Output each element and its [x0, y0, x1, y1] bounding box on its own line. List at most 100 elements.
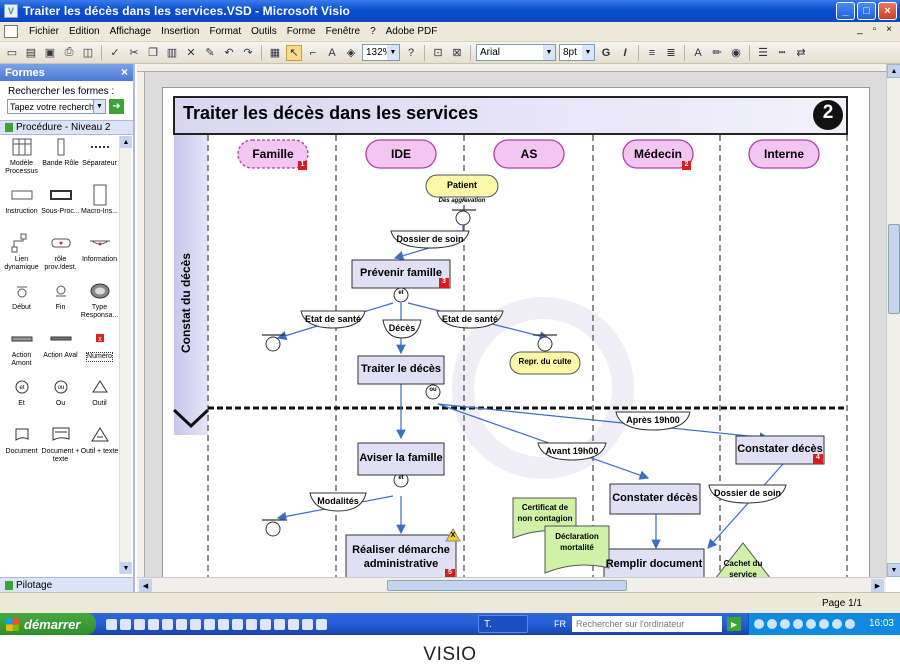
preview-icon[interactable]: ◫	[82, 47, 94, 59]
stencil-pilotage[interactable]: Pilotage	[0, 577, 133, 592]
copy-icon[interactable]: ❐	[148, 47, 158, 59]
doc-restore-icon[interactable]: ▫	[872, 24, 877, 35]
shape-role-prov-dest[interactable]: rôle prov./dest.	[41, 232, 80, 276]
line-pattern-icon[interactable]: ┅	[778, 47, 786, 59]
shape-document-texte[interactable]: Document + texte	[41, 424, 80, 468]
connector-icon[interactable]: ⌐	[309, 46, 317, 59]
shape-document[interactable]: Document	[2, 424, 41, 468]
menu-format[interactable]: Format	[209, 26, 242, 37]
shape-macro-ins[interactable]: Macro-Ins...	[80, 184, 119, 228]
align-left-icon[interactable]: ≡	[648, 46, 656, 59]
spelling-icon[interactable]: ✓	[110, 47, 120, 59]
search-input[interactable]	[7, 99, 94, 114]
visio-app-icon[interactable]: V	[4, 4, 18, 18]
role-pill-interne[interactable]	[748, 139, 820, 169]
pdf-mail-icon[interactable]: ⊠	[452, 47, 462, 59]
quick-launch-icon[interactable]	[204, 618, 215, 630]
scroll-down-icon[interactable]: ▼	[887, 563, 900, 577]
tray-icon[interactable]	[832, 619, 842, 629]
line-weight-icon[interactable]: ☰	[758, 47, 768, 59]
step-remplir-document[interactable]	[603, 548, 705, 577]
stencil-scrollbar[interactable]: ▲ ▼	[119, 136, 132, 574]
shape-outil-texte[interactable]: Outil + texte	[80, 424, 119, 468]
menu-insertion[interactable]: Insertion	[161, 26, 200, 37]
drawing-canvas[interactable]: Traiter les décès dans les services 2 Co…	[145, 72, 886, 577]
shape-action-amont[interactable]: Action Amont	[2, 328, 41, 372]
menu-edition[interactable]: Edition	[69, 26, 100, 37]
bold-button[interactable]: G	[601, 46, 611, 59]
shape-debut[interactable]: Début	[2, 280, 41, 324]
clock[interactable]: 16:03	[868, 618, 894, 629]
quick-launch-icon[interactable]	[176, 618, 187, 630]
open-icon[interactable]: ▤	[25, 47, 37, 59]
print-icon[interactable]: ⎙	[64, 46, 74, 58]
quick-launch-icon[interactable]	[316, 618, 327, 630]
font-combo[interactable]: Arial▼	[476, 44, 556, 61]
shape-sous-proc[interactable]: Sous-Proc...	[41, 184, 80, 228]
doc-minimize-icon[interactable]: _	[857, 24, 863, 35]
role-pill-famille[interactable]	[237, 139, 309, 169]
quick-launch-icon[interactable]	[232, 618, 243, 630]
language-indicator[interactable]: FR	[554, 619, 566, 629]
menu-fichier[interactable]: Fichier	[29, 26, 60, 37]
zoom-combo[interactable]: 132%▼	[362, 44, 400, 61]
shape-type-responsa[interactable]: Type Responsa...	[80, 280, 119, 324]
search-go-button[interactable]: ➜	[109, 99, 124, 114]
role-pill-as[interactable]	[493, 139, 565, 169]
scroll-up-icon[interactable]: ▲	[120, 136, 132, 148]
step-realiser-demarche[interactable]	[345, 534, 457, 577]
document-icon[interactable]	[4, 25, 18, 38]
role-pill-ide[interactable]	[365, 139, 437, 169]
close-icon[interactable]: ×	[120, 65, 128, 79]
paste-icon[interactable]: ▥	[166, 47, 178, 59]
menu-help[interactable]: ?	[370, 26, 376, 37]
shape-information[interactable]: Information	[80, 232, 119, 276]
doc-close-icon[interactable]: ×	[886, 24, 892, 35]
start-button[interactable]: démarrer	[0, 613, 96, 635]
vertical-scroll-thumb[interactable]	[888, 224, 900, 314]
step-traiter-deces[interactable]	[357, 355, 445, 385]
format-painter-icon[interactable]: ✎	[205, 47, 215, 59]
help-icon[interactable]: ?	[407, 46, 415, 59]
menu-fenetre[interactable]: Fenêtre	[325, 26, 361, 37]
taskbar-search-input[interactable]: Rechercher sur l'ordinateur	[572, 616, 722, 632]
tray-icon[interactable]	[780, 619, 790, 629]
quick-launch-icon[interactable]	[106, 618, 117, 630]
minimize-button[interactable]: _	[836, 2, 855, 20]
quick-launch-icon[interactable]	[288, 618, 299, 630]
doc-cachet-triangle[interactable]	[708, 542, 778, 577]
tray-icon[interactable]	[767, 619, 777, 629]
step-aviser-famille[interactable]	[357, 442, 445, 476]
horizontal-scrollbar[interactable]: ◀ ▶	[137, 577, 886, 592]
align-center-icon[interactable]: ≣	[666, 47, 676, 59]
chevron-down-icon[interactable]: ▼	[387, 45, 399, 60]
shapes-icon[interactable]: ▦	[269, 47, 281, 59]
tray-icon[interactable]	[845, 619, 855, 629]
shape-outil[interactable]: Outil	[80, 376, 119, 420]
connector-ou[interactable]	[425, 384, 441, 400]
stencil-title[interactable]: Procédure - Niveau 2	[0, 120, 133, 135]
vertical-scrollbar[interactable]: ▲ ▼	[886, 64, 900, 577]
delete-icon[interactable]: ✕	[186, 47, 196, 59]
pointer-icon[interactable]: ↖	[286, 44, 302, 61]
doc-declaration[interactable]	[544, 525, 610, 574]
chevron-down-icon[interactable]: ▼	[94, 99, 106, 114]
quick-launch-icon[interactable]	[190, 618, 201, 630]
patient-shape[interactable]	[425, 174, 499, 198]
taskbar-item-visio[interactable]: T.	[478, 615, 528, 633]
line-color-icon[interactable]: ✏	[712, 47, 722, 59]
pdf-icon[interactable]: ⊡	[433, 47, 443, 59]
shape-fin[interactable]: Fin	[41, 280, 80, 324]
shape-lien-dynamique[interactable]: Lien dynamique	[2, 232, 41, 276]
quick-launch-icon[interactable]	[120, 618, 131, 630]
font-size-combo[interactable]: 8pt▼	[559, 44, 595, 61]
role-repr-culte[interactable]	[509, 351, 581, 375]
shape-instruction[interactable]: Instruction	[2, 184, 41, 228]
quick-launch-icon[interactable]	[246, 618, 257, 630]
search-go-icon[interactable]: ▶	[727, 617, 741, 631]
quick-launch-icon[interactable]	[274, 618, 285, 630]
scroll-up-icon[interactable]: ▲	[887, 64, 900, 78]
line-ends-icon[interactable]: ⇄	[796, 47, 806, 59]
maximize-button[interactable]: □	[857, 2, 876, 20]
